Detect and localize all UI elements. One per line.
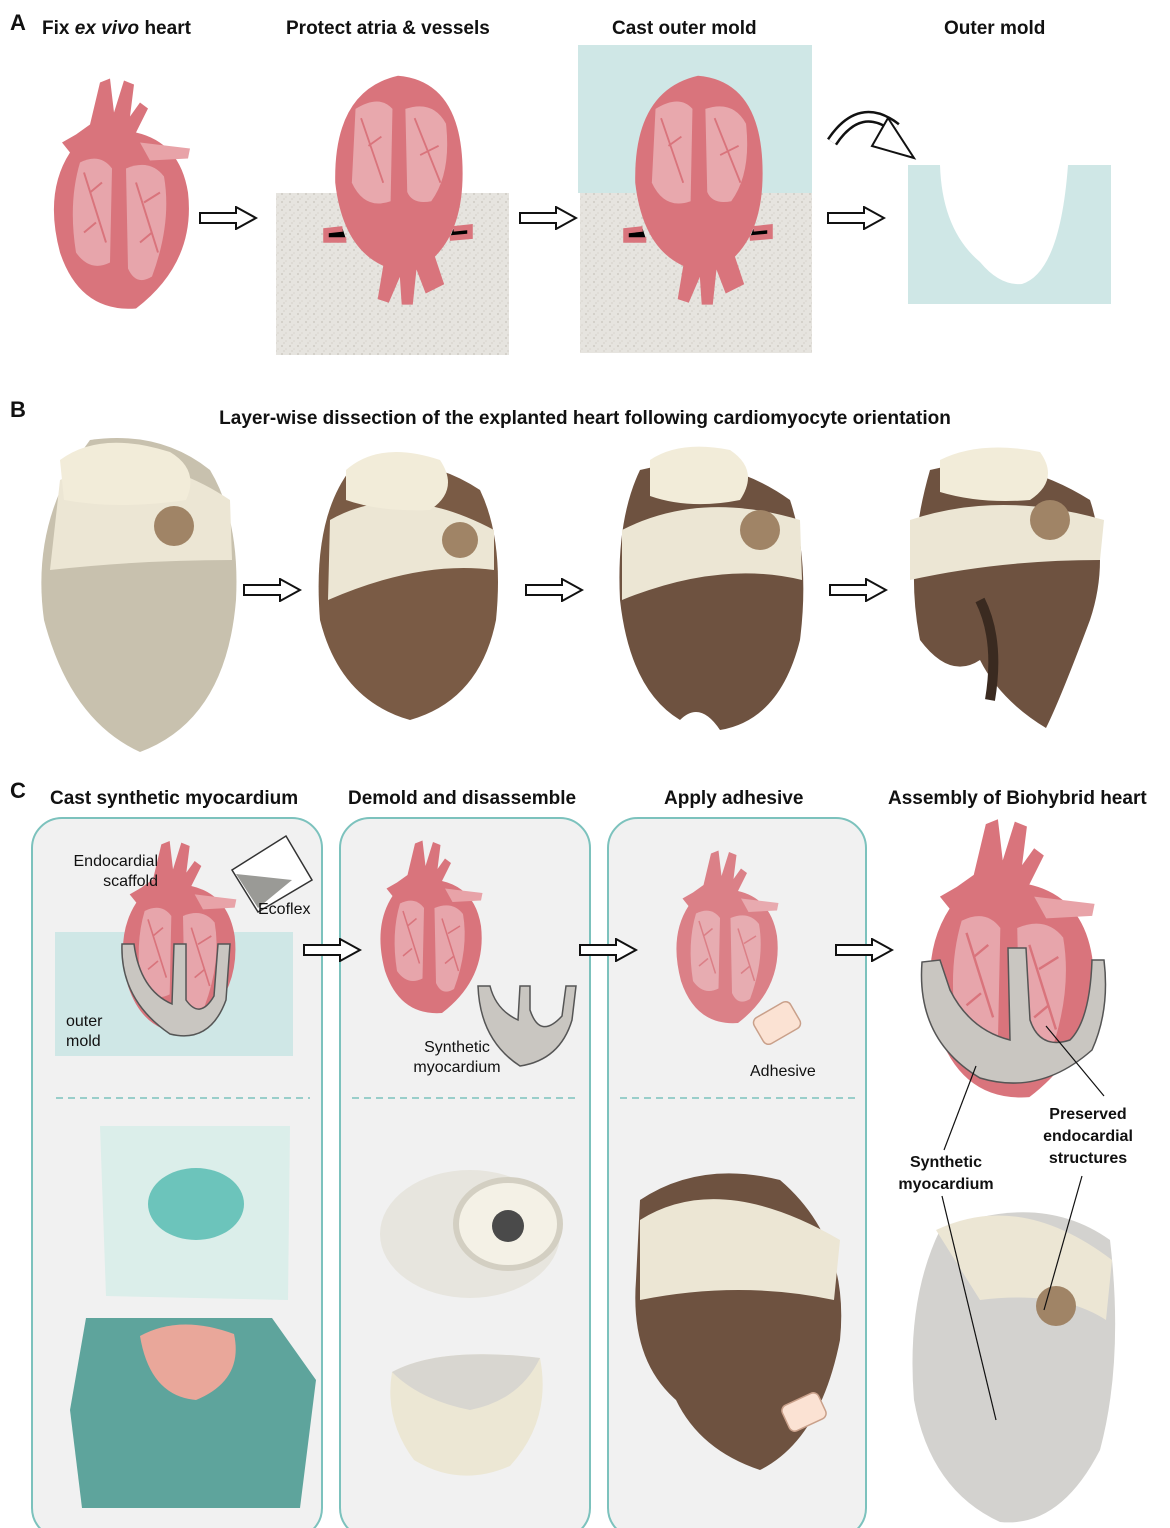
mold-photo-top	[100, 1126, 290, 1300]
step-title-fix-pre: Fix	[42, 18, 75, 39]
step-title-demold: Demold and disassemble	[348, 788, 576, 810]
step-title-apply-adhesive: Apply adhesive	[664, 788, 803, 810]
arrow-right-icon	[244, 579, 300, 601]
arrow-right-icon	[830, 579, 886, 601]
label-preserved-endocardial: Preserved endocardial structures	[1028, 1104, 1148, 1170]
arrow-right-icon	[200, 207, 256, 229]
flip-arrow-icon	[832, 117, 914, 158]
leader-line	[944, 1066, 976, 1150]
step-title-fix-post: heart	[139, 18, 191, 39]
step-title-outer-mold: Outer mold	[944, 18, 1045, 40]
arrow-right-icon	[526, 579, 582, 601]
label-adhesive: Adhesive	[750, 1062, 816, 1082]
heart-illustration-fix	[54, 79, 190, 309]
synthetic-ring-photo	[380, 1170, 560, 1298]
outer-mold-shape	[908, 165, 1111, 304]
arrow-right-icon	[828, 207, 884, 229]
label-synthetic-myocardium-bold: Synthetic myocardium	[886, 1152, 1006, 1196]
dissection-photo-1	[41, 438, 236, 752]
dissection-photo-3	[619, 447, 803, 730]
panel-b-title: Layer-wise dissection of the explanted h…	[0, 408, 1170, 430]
mold-photo-bottom	[70, 1318, 316, 1508]
step-title-cast: Cast outer mold	[612, 18, 757, 40]
label-endocardial-scaffold: Endocardial scaffold	[54, 852, 158, 892]
arrow-right-icon	[520, 207, 576, 229]
step-title-fix-italic: ex vivo	[75, 18, 139, 39]
step-title-fix: Fix ex vivo heart	[42, 18, 191, 40]
panel-letter-a: A	[10, 10, 26, 36]
label-outer-mold: outer mold	[66, 1012, 116, 1052]
step-title-protect: Protect atria & vessels	[286, 18, 490, 40]
biohybrid-heart-photo	[912, 1212, 1115, 1522]
label-ecoflex: Ecoflex	[258, 900, 310, 920]
step-title-cast-myocardium: Cast synthetic myocardium	[50, 788, 298, 810]
dissection-photo-4	[910, 448, 1104, 729]
panel-letter-c: C	[10, 778, 26, 804]
label-synthetic-myocardium: Synthetic myocardium	[402, 1038, 512, 1078]
dissection-photo-2	[319, 452, 498, 720]
step-title-assembly: Assembly of Biohybrid heart	[888, 788, 1147, 810]
